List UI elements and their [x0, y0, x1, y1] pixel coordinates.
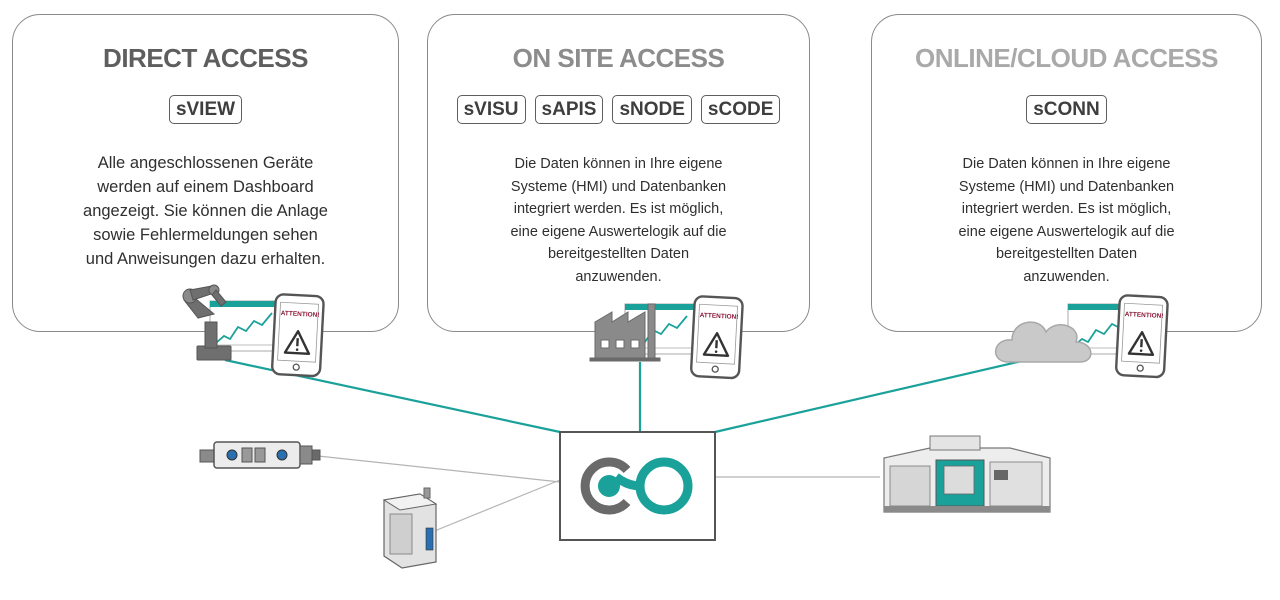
desc-line: Die Daten können in Ihre eigene: [514, 156, 723, 172]
panel-description: Die Daten können in Ihre eigene Systeme …: [890, 153, 1243, 288]
product-tags: sCONN: [872, 95, 1261, 124]
panel-title: ONLINE/CLOUD ACCESS: [915, 43, 1219, 73]
phone-alert-text: ATTENTION!: [1124, 311, 1163, 320]
desc-line: werden auf einem Dashboard: [97, 178, 314, 196]
desc-line: bereitgestellten Daten: [995, 246, 1138, 262]
tag-scode: sCODE: [700, 95, 781, 124]
factory-icon: [589, 303, 661, 362]
desc-line: sowie Fehlermeldungen sehen: [93, 226, 318, 244]
desc-line: anzuwenden.: [1023, 268, 1110, 285]
tag-svisu: sVISU: [456, 95, 526, 124]
panel-description: Die Daten können in Ihre eigene Systeme …: [446, 153, 791, 288]
smartphone-alert-icon: [270, 292, 326, 378]
desc-line: Alle angeschlossenen Geräte: [97, 154, 314, 172]
panel-title: DIRECT ACCESS: [103, 43, 308, 73]
panel-online-cloud-access: ONLINE/CLOUD ACCESS sCONN Die Daten könn…: [871, 14, 1262, 332]
desc-line: anzuwenden.: [575, 268, 662, 285]
smartphone-alert-icon: [689, 294, 745, 380]
panel-on-site-access: ON SITE ACCESS sVISU sAPIS sNODE sCODE D…: [427, 14, 810, 332]
desc-line: integriert werden. Es ist möglich,: [513, 201, 724, 217]
desc-line: angezeigt. Sie können die Anlage: [83, 202, 328, 220]
desc-line: Die Daten können in Ihre eigene: [962, 156, 1171, 172]
tag-sview: sVIEW: [168, 95, 243, 124]
panel-description: Alle angeschlossenen Geräte werden auf e…: [31, 151, 380, 271]
panel-direct-access: DIRECT ACCESS sVIEW Alle angeschlossenen…: [12, 14, 399, 332]
desc-line: eine eigene Auswertelogik auf die: [958, 223, 1175, 240]
desc-line: bereitgestellten Daten: [547, 246, 690, 262]
link-controller: [431, 479, 561, 533]
phone-alert-text: ATTENTION!: [699, 312, 738, 321]
link-cloud: [714, 356, 1036, 434]
desc-line: und Anweisungen dazu erhalten.: [85, 250, 326, 268]
machine-tool-icon: [883, 435, 1051, 513]
cloud-icon: [995, 321, 1092, 363]
robot-arm-icon: [182, 284, 232, 361]
desc-line: eine eigene Auswertelogik auf die: [510, 223, 727, 240]
desc-line: integriert werden. Es ist möglich,: [961, 201, 1172, 217]
panel-title: ON SITE ACCESS: [512, 43, 725, 73]
smartphone-alert-icon: [1114, 293, 1170, 379]
sensor-device-icon: [199, 441, 321, 469]
tag-sconn: sCONN: [1026, 95, 1107, 124]
desc-line: Systeme (HMI) und Datenbanken: [510, 178, 727, 195]
tag-sapis: sAPIS: [534, 95, 604, 124]
product-tags: sVIEW: [13, 95, 398, 124]
hub-logo-icon: [559, 431, 716, 541]
dashboard-chart-icon: [209, 300, 281, 352]
desc-line: Systeme (HMI) und Datenbanken: [958, 178, 1175, 195]
tag-snode: sNODE: [612, 95, 692, 124]
controller-box-icon: [382, 487, 438, 569]
product-tags: sVISU sAPIS sNODE sCODE: [428, 95, 809, 124]
link-sensor: [317, 455, 561, 483]
phone-alert-text: ATTENTION!: [280, 310, 319, 319]
